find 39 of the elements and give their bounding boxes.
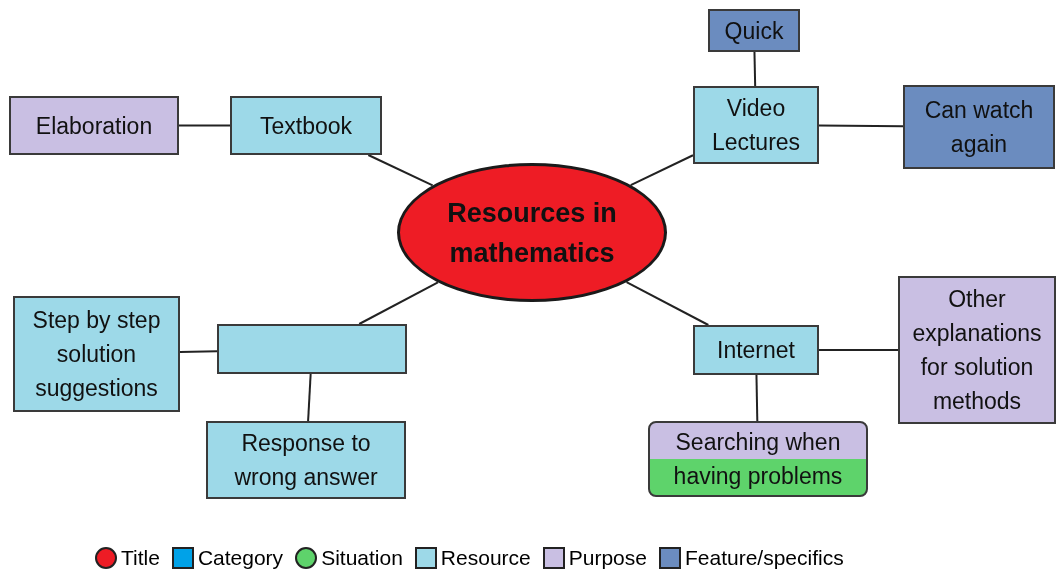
- resource-box: [217, 324, 407, 374]
- legend-label: Purpose: [568, 545, 647, 571]
- legend-label: Feature/specifics: [684, 545, 844, 571]
- connector-line: [179, 350, 218, 354]
- connector-line: [307, 373, 312, 422]
- situation-box: [648, 421, 868, 497]
- connector-line: [755, 374, 759, 422]
- legend-label: Category: [197, 545, 284, 571]
- node-label: Searching when having problems: [672, 428, 844, 491]
- purpose-box: [13, 296, 180, 412]
- connector-line: [818, 124, 904, 128]
- node-label: Resources in mathematics: [446, 196, 618, 270]
- resource-box: [693, 86, 819, 164]
- purpose-box: [898, 276, 1056, 424]
- purpose-box: [206, 421, 406, 499]
- node-label: Step by step solution suggestions: [31, 306, 162, 403]
- node-label: Textbook: [259, 111, 353, 141]
- node-label: Internet: [717, 336, 795, 365]
- resource-box: [693, 325, 819, 375]
- node-label: Elaboration: [35, 111, 153, 141]
- node-label: Other explanations for solution methods: [911, 285, 1043, 416]
- connector-line: [818, 349, 899, 351]
- feature-box: [903, 85, 1055, 169]
- connector-line: [178, 124, 231, 127]
- node-label: Video Lectures: [710, 94, 802, 157]
- legend-label: Title: [121, 545, 160, 571]
- legend-label: Situation: [321, 545, 403, 571]
- purpose-box: [9, 96, 179, 155]
- resource-box: [230, 96, 382, 155]
- node-label: Response to wrong answer: [233, 429, 379, 492]
- connector-line: [629, 154, 694, 187]
- feature-box: [708, 9, 800, 52]
- connector-line: [625, 281, 710, 326]
- node-label: Quick: [724, 16, 784, 46]
- connector-line: [358, 281, 439, 325]
- node-label: Can watch again: [923, 96, 1035, 159]
- connector-line: [753, 51, 757, 87]
- connector-line: [367, 154, 434, 187]
- legend-label: Resource: [440, 545, 531, 571]
